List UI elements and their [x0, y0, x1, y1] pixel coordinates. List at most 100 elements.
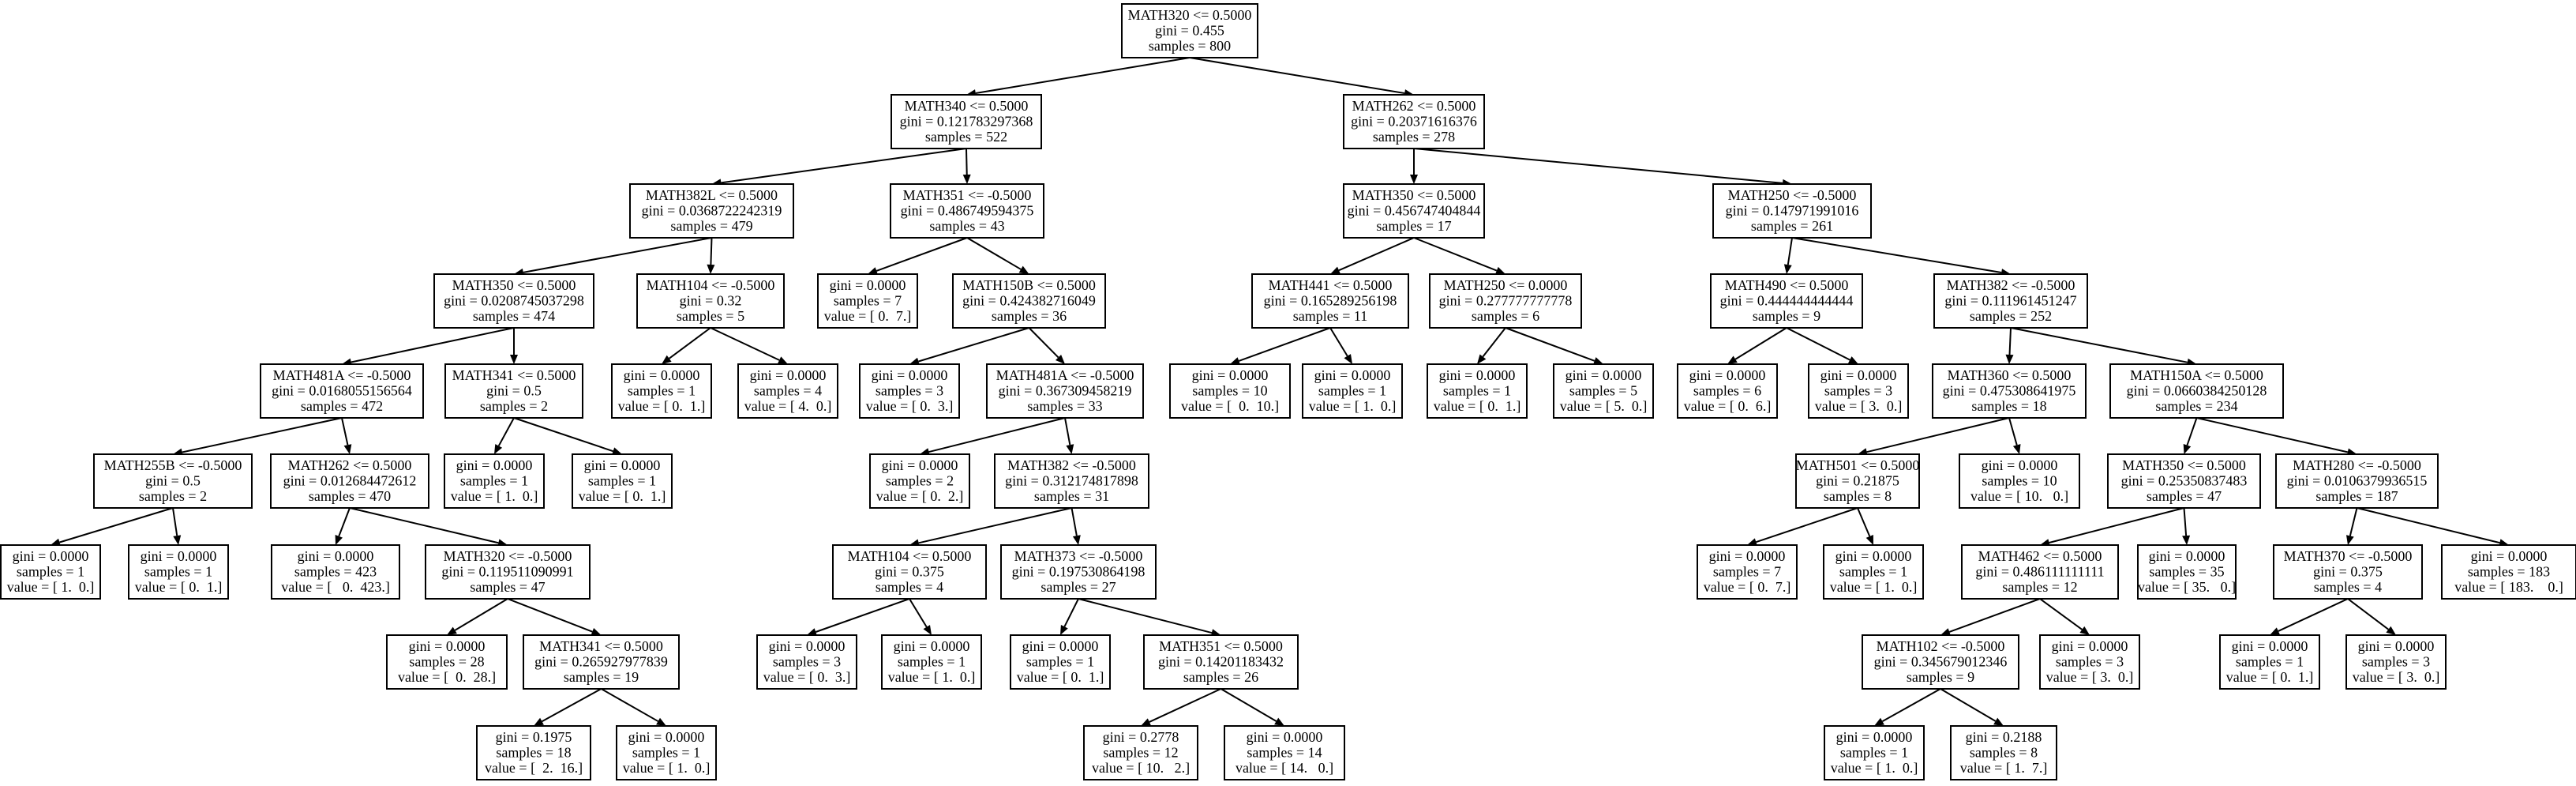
arrowhead: [612, 447, 622, 455]
arrowhead: [2183, 444, 2192, 454]
node-box: [1169, 363, 1291, 419]
node-samples: samples = 8: [1824, 488, 1892, 504]
node-box: [2107, 453, 2261, 509]
node-box: [1710, 273, 1863, 329]
node-value: value = [ 0. 7.]: [824, 308, 912, 324]
node-box: [1083, 725, 1198, 780]
node-gini: gini = 0.0000: [894, 638, 970, 654]
arrowhead: [778, 356, 788, 364]
arrowhead: [494, 444, 503, 454]
node-value: value = [ 0. 1.]: [1434, 398, 1521, 414]
node-split-rule: MATH360 <= 0.5000: [1948, 367, 2072, 383]
node-gini: gini = 0.0000: [882, 457, 958, 473]
node-box: [2219, 634, 2320, 690]
tree-edge: [351, 327, 515, 363]
node-gini: gini = 0.0000: [13, 548, 89, 564]
node-value: value = [ 0. 6.]: [1684, 398, 1772, 414]
arrowhead: [1783, 264, 1792, 274]
node-samples: samples = 26: [1183, 669, 1258, 685]
node-gini: gini = 0.147971991016: [1726, 203, 1859, 219]
node-value: value = [ 0. 2.]: [876, 488, 964, 504]
tree-edge: [507, 598, 593, 633]
node-box: [1823, 544, 1924, 600]
tree-edge: [2039, 598, 2083, 630]
node-box: [636, 273, 785, 329]
node-box: [2273, 544, 2423, 600]
node-samples: samples = 11: [1293, 308, 1367, 324]
arrowhead: [343, 444, 352, 454]
node-samples: samples = 8: [1970, 745, 2038, 761]
tree-edge: [2357, 507, 2500, 544]
node-box: [1824, 725, 1925, 780]
arrowhead: [2182, 535, 2191, 545]
node-value: value = [ 2. 16.]: [485, 760, 583, 776]
node-gini: gini = 0.25350837483: [2121, 473, 2248, 489]
node-split-rule: MATH351 <= -0.5000: [903, 187, 1032, 203]
node-samples: samples = 9: [1907, 669, 1974, 685]
node-box: [1343, 183, 1485, 239]
node-samples: samples = 9: [1753, 308, 1820, 324]
tree-edge: [2349, 507, 2358, 536]
node-value: value = [ 0. 1.]: [1017, 669, 1104, 685]
node-gini: gini = 0.0000: [1835, 548, 1912, 564]
tree-edge: [349, 507, 499, 544]
node-box: [433, 273, 594, 329]
node-gini: gini = 0.0000: [2052, 638, 2128, 654]
tree-edge: [2008, 417, 2018, 446]
node-samples: samples = 31: [1034, 488, 1109, 504]
node-split-rule: MATH320 <= 0.5000: [1128, 7, 1252, 23]
node-box: [271, 544, 400, 600]
node-value: value = [ 1. 0.]: [451, 488, 538, 504]
arrowhead: [591, 628, 602, 636]
arrowhead: [868, 267, 878, 275]
tree-edge: [975, 57, 1191, 95]
node-samples: samples = 2: [480, 398, 548, 414]
node-box: [832, 544, 987, 600]
node-samples: samples = 522: [925, 129, 1007, 145]
node-box: [1950, 725, 2057, 780]
arrowhead: [1848, 356, 1858, 364]
node-gini: gini = 0.0000: [1439, 367, 1516, 383]
node-split-rule: MATH481A <= -0.5000: [996, 367, 1134, 383]
node-gini: gini = 0.165289256198: [1264, 293, 1397, 309]
node-value: value = [ 0. 3.]: [763, 669, 851, 685]
arrowhead: [1141, 718, 1151, 726]
node-value: value = [ 4. 0.]: [744, 398, 832, 414]
node-value: value = [ 1. 7.]: [1960, 760, 2048, 776]
node-samples: samples = 6: [1472, 308, 1539, 324]
node-samples: samples = 479: [670, 218, 752, 234]
node-gini: gini = 0.21875: [1816, 473, 1899, 489]
tree-edge: [1791, 237, 2002, 274]
arrowhead: [2346, 535, 2354, 545]
node-samples: samples = 12: [1103, 745, 1178, 761]
node-samples: samples = 1: [144, 564, 212, 580]
node-split-rule: MATH382L <= 0.5000: [646, 187, 778, 203]
tree-edge: [1734, 327, 1787, 360]
arrowhead: [2270, 627, 2280, 635]
arrowhead: [923, 625, 932, 635]
node-samples: samples = 27: [1041, 579, 1116, 595]
node-value: value = [ 10. 0.]: [1970, 488, 2068, 504]
node-value: value = [ 10. 2.]: [1092, 760, 1190, 776]
node-box: [1795, 453, 1920, 509]
tree-edge: [669, 327, 711, 359]
tree-edge: [1071, 507, 1078, 536]
node-box: [2345, 634, 2447, 690]
node-gini: gini = 0.277777777778: [1439, 293, 1573, 309]
node-split-rule: MATH102 <= -0.5000: [1877, 638, 2005, 654]
node-gini: gini = 0.14201183432: [1158, 654, 1284, 670]
node-gini: gini = 0.0168055156564: [272, 383, 412, 399]
